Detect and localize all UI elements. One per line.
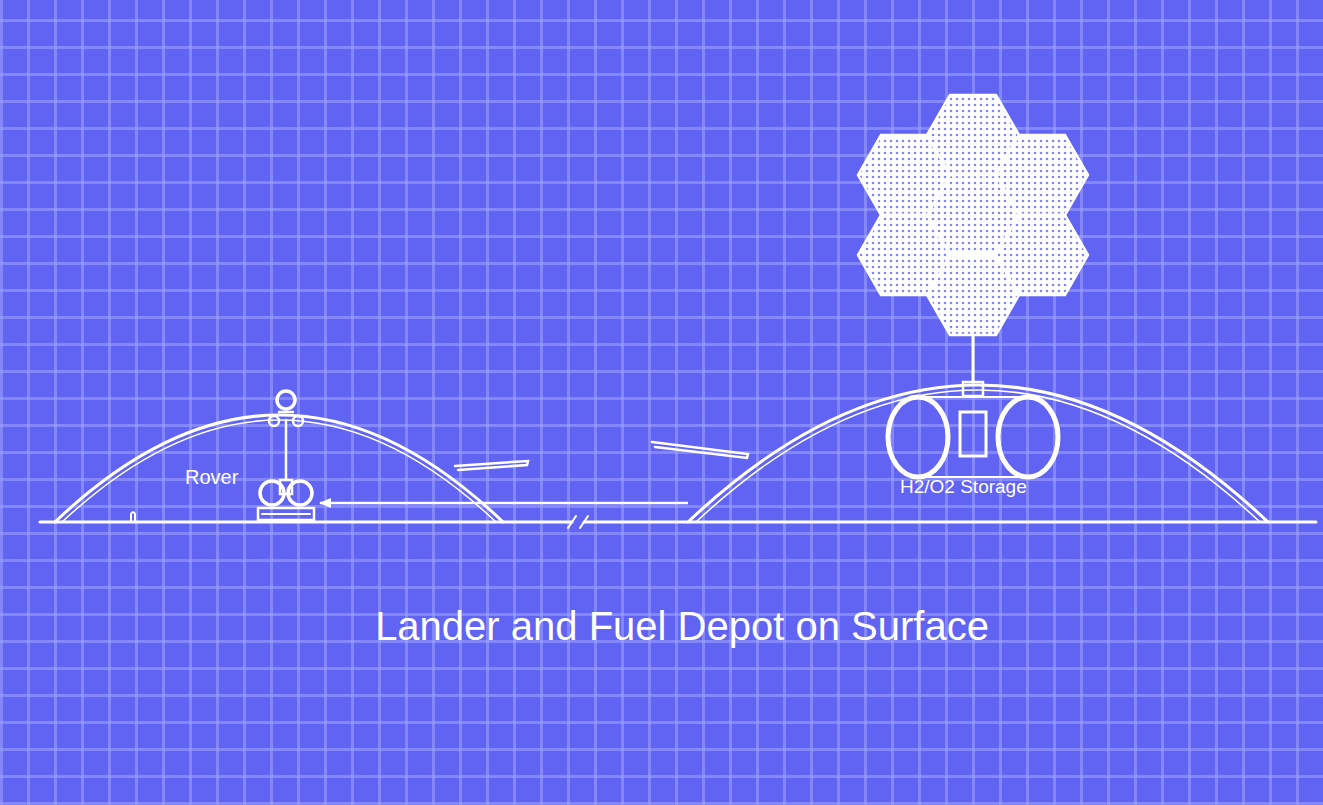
solar-panel — [996, 215, 1088, 295]
solar-panel — [858, 135, 950, 215]
dome-hatch — [455, 461, 528, 470]
depot-dome — [688, 385, 1268, 522]
flow-arrow — [320, 502, 688, 505]
part-label: H2/O2 Storage — [900, 476, 1027, 498]
lander-dome — [55, 415, 503, 522]
break-mark — [580, 516, 588, 528]
caption: Lander and Fuel Depot on Surface — [375, 604, 989, 649]
rover-figure — [258, 391, 314, 520]
break-mark — [568, 516, 576, 528]
storage-node: H2/O2 Storage — [688, 470, 1268, 522]
depot-dome — [696, 390, 1260, 522]
part-label: Rover — [185, 466, 238, 489]
storage-tanks — [888, 336, 1058, 477]
dome-hatch — [652, 442, 748, 458]
rover-node: Rover — [180, 462, 320, 522]
solar-array — [858, 95, 1088, 335]
dome-bump — [131, 512, 135, 522]
ground-line — [584, 521, 1316, 524]
solar-panel — [996, 135, 1088, 215]
solar-panel — [858, 215, 950, 295]
lander-dome — [62, 420, 496, 522]
